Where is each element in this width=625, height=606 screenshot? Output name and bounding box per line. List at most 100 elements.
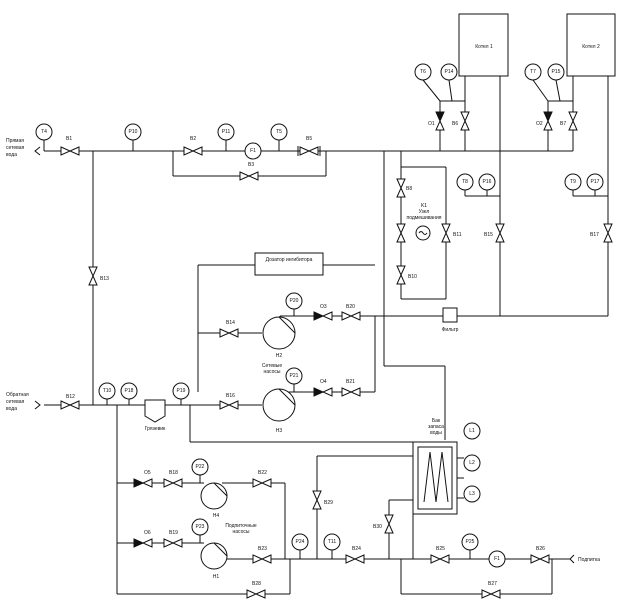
svg-text:B1: B1 — [66, 136, 72, 142]
svg-text:T4: T4 — [41, 129, 47, 135]
svg-text:B8: B8 — [406, 186, 412, 192]
level-gauge-l2 — [463, 454, 481, 472]
svg-text:B2: B2 — [190, 136, 196, 142]
svg-text:P17: P17 — [591, 179, 600, 185]
svg-text:B12: B12 — [66, 394, 75, 400]
svg-text:B11: B11 — [453, 232, 462, 238]
network-pump-h2-label: H2 — [276, 353, 283, 359]
valve-b11 — [441, 223, 451, 243]
svg-text:B20: B20 — [346, 304, 355, 310]
feed-pump-h4 — [200, 482, 228, 510]
svg-text:B13: B13 — [100, 276, 109, 282]
svg-text:P24: P24 — [296, 539, 305, 545]
svg-text:P20: P20 — [290, 298, 299, 304]
check-valve-o3 — [313, 311, 333, 321]
svg-text:F1: F1 — [250, 148, 256, 154]
valve-b3 — [239, 171, 259, 181]
valve-b19 — [163, 538, 183, 548]
check-valve-o6 — [133, 538, 153, 548]
valve-b13 — [88, 266, 98, 286]
svg-text:B24: B24 — [352, 546, 361, 552]
svg-text:B30: B30 — [373, 524, 382, 530]
valve-b1 — [60, 146, 80, 156]
valves — [60, 146, 550, 599]
svg-text:O5: O5 — [144, 470, 151, 476]
svg-text:T6: T6 — [420, 69, 426, 75]
svg-text:B29: B29 — [324, 500, 333, 506]
boiler-2-label: Котел 2 — [582, 44, 600, 50]
svg-text:T9: T9 — [570, 179, 576, 185]
inlet-label-2: сетевая — [6, 399, 25, 405]
mixing-valve-k1-label: K1 — [421, 203, 427, 209]
outlet-arrow — [34, 146, 41, 156]
valve-b12 — [60, 400, 80, 410]
water-tank-label-2: запаса — [428, 424, 444, 430]
svg-text:P21: P21 — [290, 373, 299, 379]
svg-text:O2: O2 — [536, 121, 543, 127]
svg-text:B21: B21 — [346, 379, 355, 385]
valve-b22 — [252, 478, 272, 488]
svg-text:O1: O1 — [428, 121, 435, 127]
svg-text:B22: B22 — [258, 470, 267, 476]
valve-b17 — [603, 223, 613, 243]
water-tank-label-3: воды — [430, 430, 442, 436]
svg-text:O3: O3 — [320, 304, 327, 310]
svg-text:B5: B5 — [306, 136, 312, 142]
svg-text:P25: P25 — [466, 539, 475, 545]
valve-b23 — [252, 554, 272, 564]
outlet-label-2: сетевая — [6, 145, 25, 151]
valve-b28 — [246, 589, 266, 599]
svg-text:O4: O4 — [320, 379, 327, 385]
mud-separator-label: Грязевик — [145, 426, 166, 432]
svg-text:B18: B18 — [169, 470, 178, 476]
filter-box — [442, 307, 458, 323]
mud-separator — [144, 399, 166, 423]
svg-text:B19: B19 — [169, 530, 178, 536]
mixing-unit-label-1: Узел — [419, 209, 430, 215]
svg-text:B7: B7 — [560, 121, 566, 127]
svg-text:B25: B25 — [436, 546, 445, 552]
check-valve-o2 — [543, 111, 553, 131]
valve-b25 — [430, 554, 450, 564]
svg-text:T7: T7 — [530, 69, 536, 75]
water-tank-label-1: Бак — [432, 418, 441, 424]
svg-text:B27: B27 — [488, 581, 497, 587]
svg-text:T10: T10 — [103, 388, 112, 394]
check-valve-o1 — [435, 111, 445, 131]
svg-text:B16: B16 — [226, 393, 235, 399]
instruments: T4 P10 P11 T5 F1 T6 P14 T7 P15 T8 P16 T9… — [35, 63, 608, 568]
valve-b10 — [396, 265, 406, 285]
boiler-1-label: Котел 1 — [475, 44, 493, 50]
feed-pump-h1 — [200, 542, 228, 570]
outlet-label-1: Прямая — [6, 138, 24, 144]
svg-text:B14: B14 — [226, 320, 235, 326]
level-gauge-l3-label: L3 — [469, 491, 475, 497]
inhibitor-dosing-label: Дозатор ингибитора — [266, 257, 313, 263]
boiler-1 — [458, 13, 509, 77]
feed-pump-h4-label: H4 — [213, 513, 220, 519]
svg-text:T11: T11 — [328, 539, 336, 545]
inlet-label-1: Обратная — [6, 392, 29, 398]
svg-text:P18: P18 — [125, 388, 134, 394]
svg-text:P15: P15 — [552, 69, 561, 75]
vertical-valves — [88, 111, 613, 534]
network-pumps-label-1: Сетевые — [262, 363, 282, 369]
inlet-arrow — [34, 400, 41, 410]
svg-text:B26: B26 — [536, 546, 545, 552]
svg-text:B15: B15 — [484, 232, 493, 238]
filter-label: Фильтр — [442, 327, 459, 333]
valve-b21 — [341, 387, 361, 397]
valve-b15 — [495, 223, 505, 243]
network-pump-h2 — [262, 316, 296, 350]
feed-pumps-label-1: Подпиточные — [225, 523, 257, 529]
boiler-2 — [566, 13, 616, 77]
level-gauge-l2-label: L2 — [469, 460, 475, 466]
svg-text:P14: P14 — [445, 69, 454, 75]
valve-b2 — [183, 146, 203, 156]
valve-b27 — [481, 589, 501, 599]
inlet-label-3: вода — [6, 406, 17, 412]
valve-b18 — [163, 478, 183, 488]
valve-tags: B1 B2 B3 B5 B6 B7 O1 O2 B8 B10 B11 B15 B… — [66, 121, 599, 587]
check-valve-o5 — [133, 478, 153, 488]
